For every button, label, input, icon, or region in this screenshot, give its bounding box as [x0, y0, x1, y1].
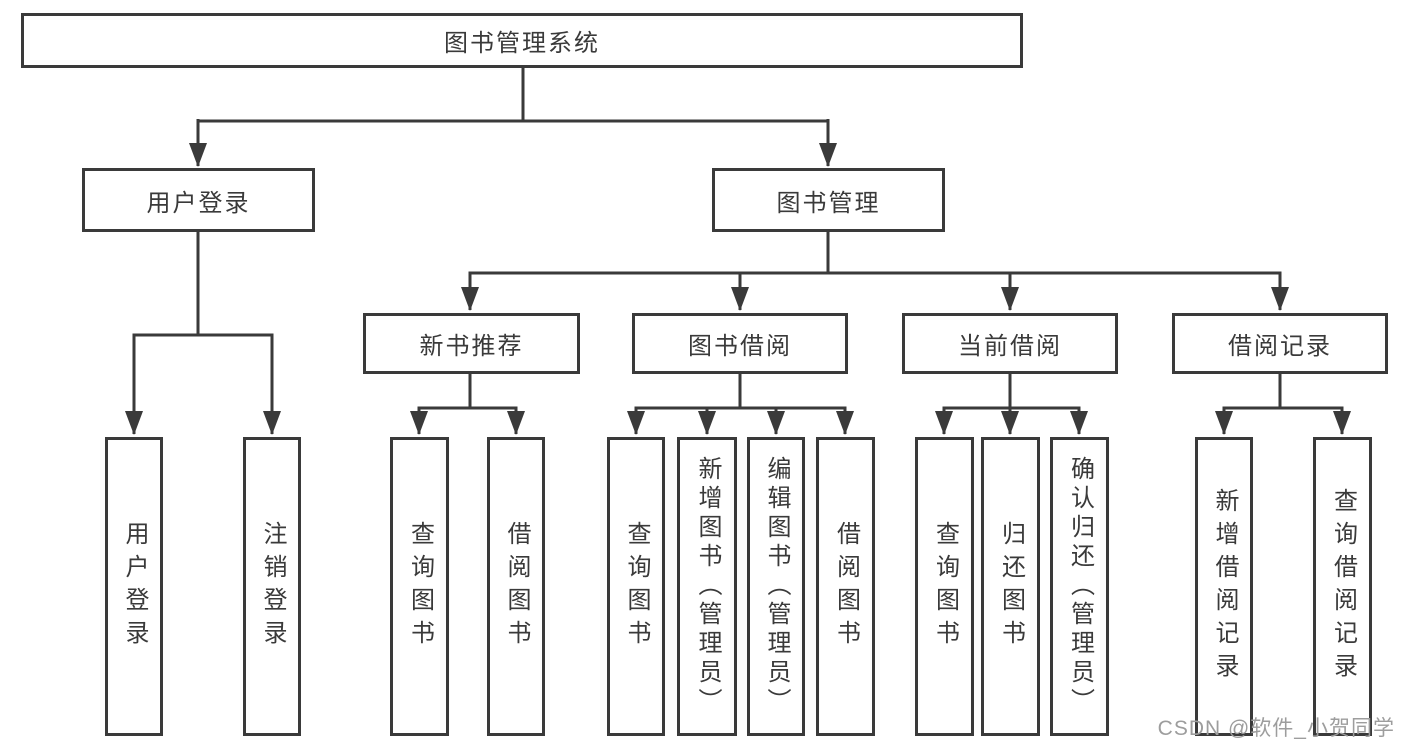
node-leaf-edit-books-admin: 编辑图书（管理员）: [747, 437, 805, 736]
node-label: 编辑图书（管理员）: [763, 456, 790, 717]
node-label: 确认归还（管理员）: [1066, 456, 1094, 717]
node-book-borrowing: 图书借阅: [632, 313, 848, 374]
node-label: 新书推荐: [419, 333, 524, 360]
node-label: 当前借阅: [958, 333, 1062, 360]
node-leaf-confirm-return-admin: 确认归还（管理员）: [1050, 437, 1109, 736]
node-label: 新增图书（管理员）: [694, 456, 721, 717]
node-borrowing-records: 借阅记录: [1172, 313, 1388, 374]
node-label: 注销登录: [259, 520, 286, 653]
node-leaf-borrow-books-1: 借阅图书: [487, 437, 545, 736]
csdn-watermark: CSDN @软件_小贺同学: [1157, 717, 1395, 740]
node-label: 查询图书: [623, 520, 650, 653]
node-label: 借阅图书: [503, 520, 530, 653]
node-new-book-recommendation: 新书推荐: [363, 313, 580, 374]
node-label: 归还图书: [997, 520, 1025, 653]
node-label: 借阅图书: [832, 520, 860, 653]
node-leaf-query-borrow-record: 查询借阅记录: [1313, 437, 1372, 736]
node-label: 借阅记录: [1228, 333, 1332, 360]
node-leaf-add-books-admin: 新增图书（管理员）: [677, 437, 737, 736]
node-leaf-query-books-3: 查询图书: [915, 437, 974, 736]
node-label: 查询图书: [406, 520, 434, 653]
node-library-management-system: 图书管理系统: [21, 13, 1023, 68]
node-label: 查询图书: [931, 520, 959, 653]
node-label: 图书管理系统: [444, 30, 600, 57]
node-label: 查询借阅记录: [1329, 487, 1357, 686]
node-leaf-return-books: 归还图书: [981, 437, 1040, 736]
node-label: 图书借阅: [688, 333, 792, 360]
node-leaf-add-borrow-record: 新增借阅记录: [1195, 437, 1253, 736]
node-label: 新增借阅记录: [1211, 487, 1238, 686]
node-book-management: 图书管理: [712, 168, 945, 232]
node-leaf-query-books-2: 查询图书: [607, 437, 665, 736]
node-label: 用户登录: [121, 520, 148, 653]
node-leaf-logout: 注销登录: [243, 437, 301, 736]
node-user-login: 用户登录: [82, 168, 315, 232]
node-current-borrowing: 当前借阅: [902, 313, 1118, 374]
node-label: 用户登录: [146, 189, 251, 217]
node-leaf-borrow-books-2: 借阅图书: [816, 437, 875, 736]
node-leaf-query-books-1: 查询图书: [390, 437, 449, 736]
node-label: 图书管理: [776, 189, 881, 217]
node-leaf-user-login: 用户登录: [105, 437, 163, 736]
